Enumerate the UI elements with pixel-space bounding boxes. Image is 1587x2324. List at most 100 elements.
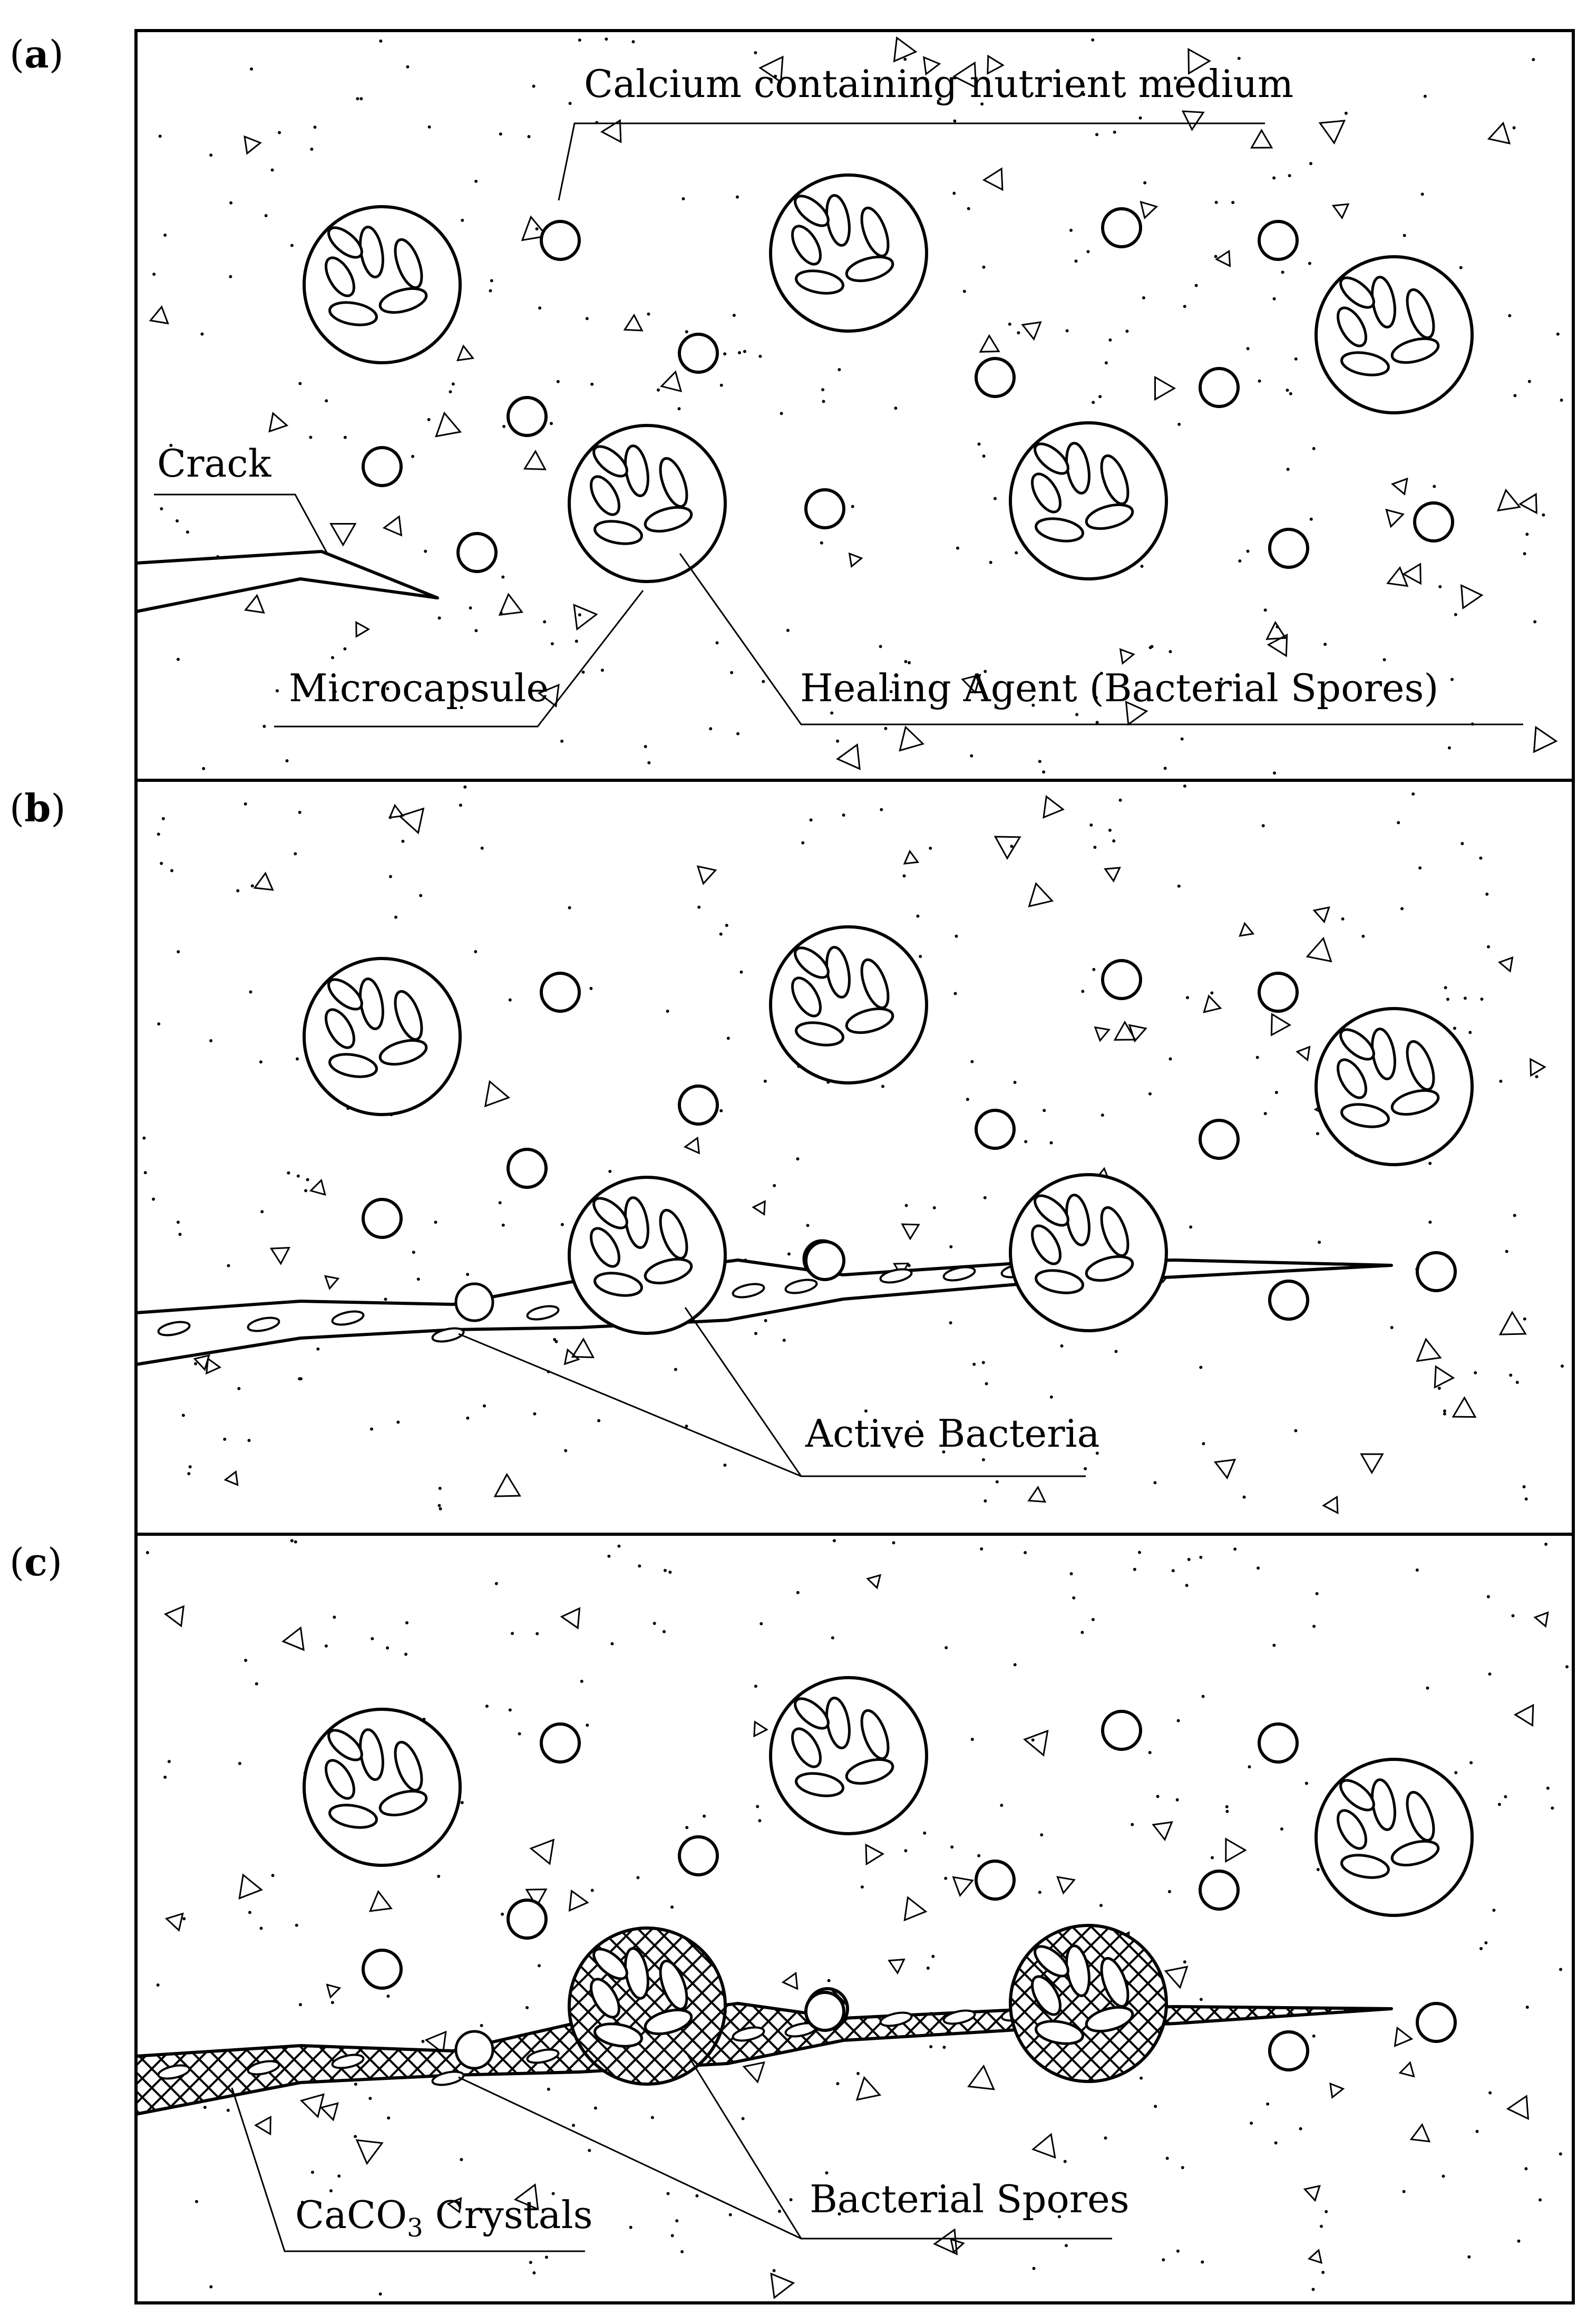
- sand-dot: [1024, 1551, 1027, 1554]
- bacterial-spore: [860, 206, 890, 258]
- microcapsule-shell: [568, 424, 727, 583]
- sand-dot: [1294, 1429, 1298, 1432]
- sand-dot: [780, 412, 783, 415]
- sand-dot: [177, 657, 180, 661]
- sand-dot: [1237, 56, 1241, 60]
- bacterial-spore: [325, 1759, 355, 1800]
- sand-dot: [1163, 767, 1167, 770]
- sand-dot: [406, 65, 410, 69]
- sand-dot: [1486, 1595, 1490, 1599]
- sand-dot: [354, 2083, 357, 2086]
- aggregate-triangle: [1394, 2026, 1414, 2047]
- sand-dot: [157, 832, 160, 836]
- sand-dot: [832, 1539, 836, 1543]
- sand-dot: [1177, 422, 1181, 426]
- bacterial-spore: [1406, 1040, 1435, 1091]
- sand-dot: [1418, 866, 1422, 870]
- sand-dot: [723, 1464, 727, 1467]
- sand-dot: [313, 125, 317, 129]
- sand-dot: [1459, 266, 1463, 269]
- sand-dot: [411, 454, 415, 458]
- sand-dot: [1095, 721, 1099, 724]
- sand-dot: [664, 1568, 667, 1572]
- aggregate-triangle: [1113, 1020, 1137, 1041]
- crack-bacterium: [784, 1279, 818, 1294]
- sand-dot: [1559, 2152, 1562, 2156]
- leader-crack: [154, 493, 328, 553]
- sand-dot: [296, 1057, 299, 1061]
- label-microcapsule: Microcapsule: [289, 666, 549, 710]
- aggregate-triangle: [319, 2102, 339, 2122]
- sand-dot: [200, 332, 204, 336]
- nutrient-particle: [975, 1860, 1016, 1901]
- sand-dot: [1032, 2267, 1036, 2270]
- aggregate-triangle: [781, 1971, 799, 1990]
- sand-dot: [945, 1646, 948, 1650]
- sand-dot: [518, 1732, 521, 1736]
- sand-dot: [1246, 549, 1250, 553]
- sand-dot: [778, 2210, 781, 2213]
- sand-dot: [1140, 2076, 1143, 2080]
- sand-dot: [949, 1245, 953, 1248]
- sand-dot: [1450, 677, 1454, 681]
- aggregate-triangle: [571, 1337, 595, 1359]
- sand-dot: [907, 1264, 911, 1267]
- aggregate-triangle: [1140, 200, 1158, 220]
- aggregate-triangle: [446, 2197, 462, 2214]
- sand-dot: [416, 1277, 420, 1281]
- sand-dot: [617, 1544, 621, 1548]
- sand-dot: [881, 1084, 884, 1088]
- sand-dot: [556, 380, 560, 383]
- microcapsule: [1009, 1173, 1168, 1332]
- sand-dot: [1199, 1998, 1203, 2001]
- aggregate-triangle: [281, 1626, 305, 1651]
- sand-dot: [1361, 934, 1365, 938]
- aggregate-triangle: [1402, 563, 1422, 585]
- aggregate-triangle: [268, 412, 289, 433]
- aggregate-triangle: [1213, 1458, 1237, 1480]
- aggregate-triangle: [901, 1223, 920, 1241]
- bacterial-spore: [794, 195, 830, 227]
- sand-dot: [1325, 2210, 1328, 2213]
- sand-dot: [1308, 262, 1311, 265]
- sand-dot: [1075, 713, 1079, 716]
- panel-b-border: [134, 779, 1575, 1536]
- sand-dot: [1246, 347, 1250, 351]
- sand-dot: [1104, 361, 1108, 365]
- sand-dot: [838, 368, 841, 372]
- sand-dot: [1294, 357, 1298, 361]
- sand-dot: [466, 1416, 470, 1420]
- sand-dot: [1517, 2239, 1521, 2243]
- aggregate-triangle: [742, 2061, 765, 2084]
- sand-dot: [188, 1465, 192, 1469]
- sand-dot: [764, 1319, 767, 1322]
- aggregate-triangle: [1360, 1453, 1384, 1475]
- sand-dot: [247, 1439, 251, 1442]
- sand-dot: [1546, 1786, 1550, 1790]
- sand-dot: [796, 1157, 800, 1161]
- sand-dot: [1446, 998, 1449, 1001]
- sand-dot: [1095, 1451, 1099, 1455]
- bacterial-spore: [1034, 1194, 1069, 1227]
- nutrient-particle: [362, 446, 403, 487]
- sand-dot: [568, 906, 571, 909]
- microcapsule: [1009, 421, 1168, 580]
- crack-bacterium: [942, 1266, 976, 1282]
- microcapsule-shell: [1315, 255, 1474, 414]
- leader-microcapsule: [274, 590, 644, 728]
- sand-dot: [463, 785, 467, 789]
- sand-dot: [1183, 785, 1186, 788]
- sand-dot: [238, 1761, 241, 1765]
- bacterial-spore: [327, 1729, 363, 1761]
- sand-dot: [1091, 38, 1095, 42]
- sand-dot: [1423, 94, 1427, 98]
- sand-dot: [789, 2198, 793, 2202]
- aggregate-triangle: [382, 515, 403, 537]
- sand-dot: [1281, 270, 1284, 274]
- sand-dot: [1171, 1569, 1175, 1573]
- sand-dot: [1428, 1161, 1432, 1165]
- sand-dot: [264, 214, 268, 217]
- aggregate-triangle: [1031, 2133, 1056, 2159]
- sand-dot: [460, 706, 463, 709]
- sand-dot: [1420, 192, 1424, 196]
